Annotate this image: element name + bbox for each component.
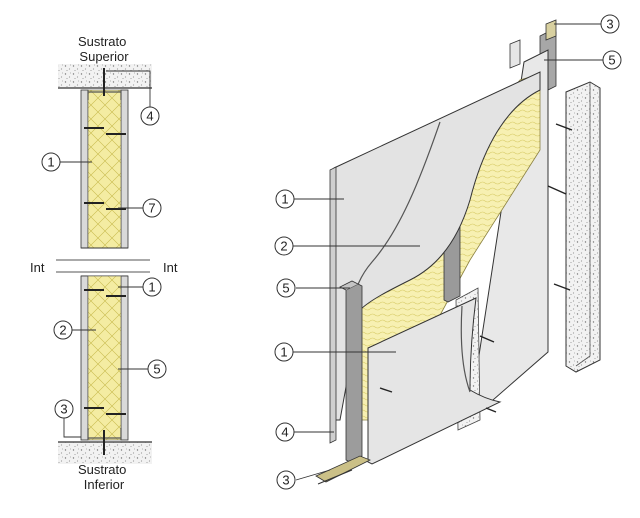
section-view: Sustrato Superior Sustrato Inferior Int … [30, 34, 178, 492]
iso-callout-3-bottom: 3 [276, 470, 296, 490]
svg-text:5: 5 [153, 362, 160, 377]
svg-text:3: 3 [606, 17, 613, 32]
svg-text:1: 1 [281, 192, 288, 207]
section-callout-3: 3 [54, 399, 74, 419]
iso-callout-4: 4 [275, 422, 295, 442]
svg-text:1: 1 [280, 345, 287, 360]
isometric-view: 3 5 1 2 5 1 4 3 [274, 14, 622, 490]
bottom-track [315, 455, 371, 483]
iso-callout-1-lower: 1 [274, 342, 294, 362]
top-substrate-label: Sustrato Superior [78, 34, 130, 64]
concrete-column [565, 81, 601, 373]
svg-text:5: 5 [608, 53, 615, 68]
svg-text:4: 4 [281, 425, 288, 440]
iso-callout-1-upper: 1 [275, 189, 295, 209]
section-callout-7: 7 [142, 198, 162, 218]
int-right-label: Int [163, 260, 178, 275]
section-callout-1: 1 [41, 152, 61, 172]
iso-callout-5-top: 5 [602, 50, 622, 70]
front-board-upper [333, 71, 541, 421]
svg-text:2: 2 [59, 323, 66, 338]
int-left-label: Int [30, 260, 45, 275]
wall-lower-segment [80, 275, 129, 441]
svg-text:1: 1 [148, 280, 155, 295]
wall-upper-segment [80, 89, 129, 249]
svg-text:4: 4 [146, 109, 153, 124]
section-callout-5: 5 [147, 359, 167, 379]
bottom-substrate-label: Sustrato Inferior [78, 462, 130, 492]
iso-callout-3-top: 3 [600, 14, 620, 34]
left-stud [345, 283, 363, 463]
iso-callout-2: 2 [274, 236, 294, 256]
section-callout-1-lower: 1 [142, 277, 162, 297]
section-callout-4: 4 [140, 106, 160, 126]
iso-callout-5-mid: 5 [276, 278, 296, 298]
column-screws [379, 123, 573, 413]
svg-text:3: 3 [60, 402, 67, 417]
svg-text:5: 5 [282, 281, 289, 296]
svg-text:7: 7 [148, 201, 155, 216]
svg-text:2: 2 [280, 239, 287, 254]
section-callout-2: 2 [53, 320, 73, 340]
svg-text:3: 3 [282, 473, 289, 488]
front-board-lower [367, 297, 502, 465]
svg-text:1: 1 [47, 155, 54, 170]
